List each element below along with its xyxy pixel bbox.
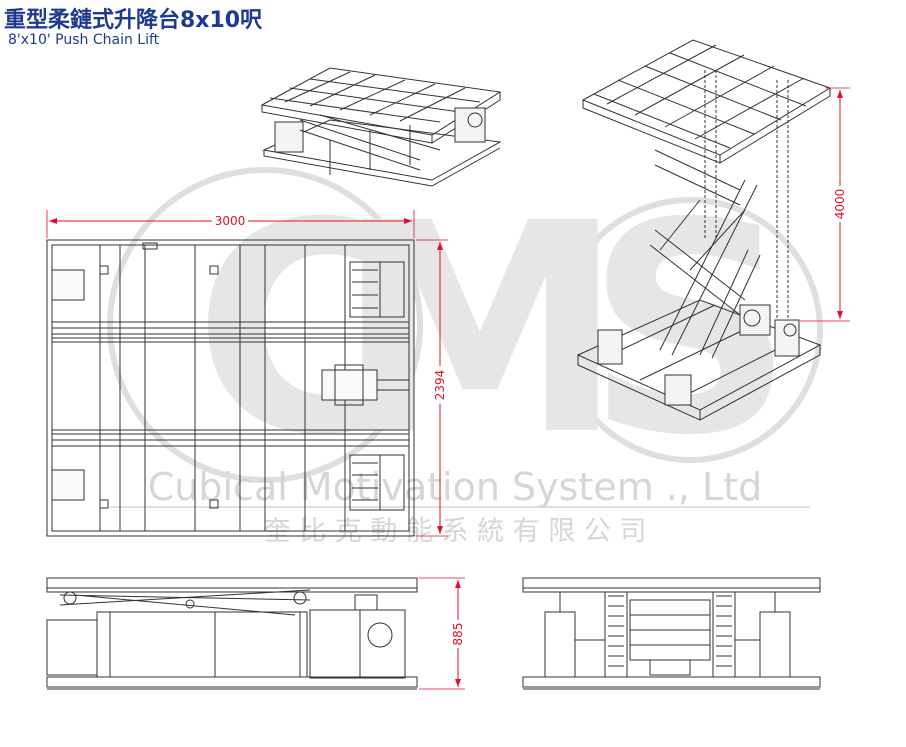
- side-view: [46, 577, 418, 690]
- dimension-height-885: 885: [419, 577, 466, 690]
- dimension-height-4000: 4000: [800, 87, 850, 322]
- title-english: 8'x10' Push Chain Lift: [8, 32, 160, 48]
- plan-view: [46, 239, 415, 537]
- dim-label-885: 885: [451, 623, 465, 646]
- iso-view-lowered: [260, 67, 502, 187]
- iso-view-raised: [576, 39, 832, 421]
- dim-label-2394: 2394: [433, 370, 447, 401]
- dim-label-4000: 4000: [833, 189, 847, 220]
- front-view: [522, 577, 821, 690]
- watermark-company-en: Cubical Motivation System ., Ltd: [148, 465, 762, 509]
- cms-logo-m: M: [336, 162, 625, 499]
- dimension-depth-2394: 2394: [416, 239, 448, 537]
- title-chinese: 重型柔鏈式升降台8x10呎: [4, 8, 263, 33]
- dimension-width-3000: 3000: [46, 210, 415, 238]
- dim-label-3000: 3000: [215, 214, 246, 228]
